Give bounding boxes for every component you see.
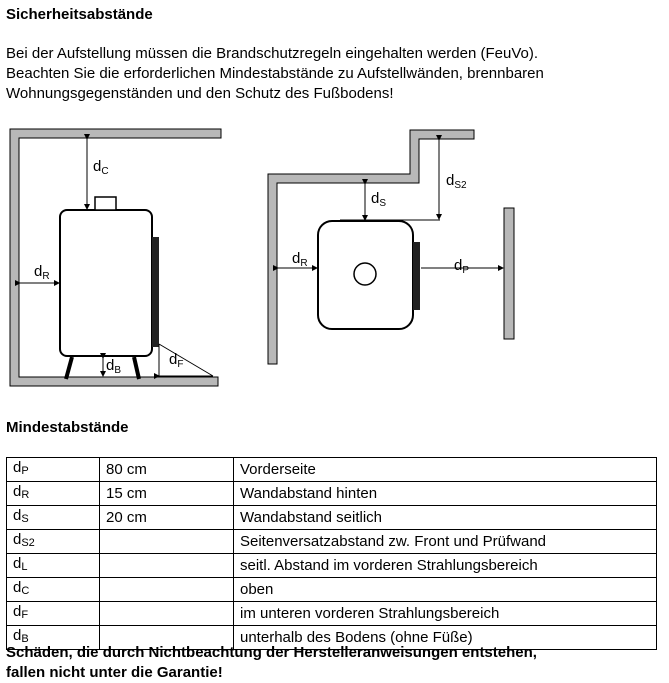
wall-top-view [267, 129, 475, 365]
symbol-cell: dS [6, 505, 100, 530]
symbol-main: d [13, 459, 22, 476]
label-db-left: dB [106, 357, 121, 376]
symbol-cell: dR [6, 481, 100, 506]
value-cell: 80 cm [99, 457, 234, 482]
label-ds-right: dS [371, 190, 386, 209]
label-dr-right: dR [292, 250, 308, 269]
stove-body [59, 209, 153, 357]
page-title: Sicherheitsabstände [6, 6, 153, 23]
value-cell [99, 625, 234, 650]
flue-pipe [94, 196, 117, 211]
section-title-mindestabstaende: Mindestabstände [6, 419, 129, 436]
value-cell [99, 529, 234, 554]
value-cell [99, 601, 234, 626]
clearance-diagram: dC dR dB dF dS dS2 dR dP [9, 128, 515, 387]
symbol-subscript: S [21, 513, 29, 525]
symbol-main: d [13, 483, 22, 500]
table-row: dS2 Seitenversatzabstand zw. Front und Pr… [6, 529, 657, 554]
description-cell: oben [233, 577, 657, 602]
stove-leg-left [64, 356, 74, 380]
intro-line-2: Beachten Sie die erforderlichen Mindesta… [6, 65, 544, 82]
symbol-cell: dL [6, 553, 100, 578]
value-cell: 15 cm [99, 481, 234, 506]
symbol-main: d [13, 507, 22, 524]
label-dc-left: dC [93, 158, 109, 177]
description-cell: Vorderseite [233, 457, 657, 482]
symbol-subscript: B [21, 633, 29, 645]
symbol-subscript: F [21, 609, 29, 621]
top-view-diagram: dS dS2 dR dP [267, 129, 515, 365]
intro-text: Bei der Aufstellung müssen die Brandschu… [6, 44, 656, 104]
description-cell: Wandabstand hinten [233, 481, 657, 506]
warning-line-2: fallen nicht unter die Garantie! [6, 664, 223, 681]
symbol-cell: dP [6, 457, 100, 482]
description-cell: Wandabstand seitlich [233, 505, 657, 530]
stove-leg-right [132, 356, 141, 380]
warning-line-1: Schäden, die durch Nichtbeachtung der He… [6, 644, 537, 661]
label-ds2-right: dS2 [446, 172, 467, 191]
intro-line-3: Wohnungsgegenständen und den Schutz des … [6, 85, 394, 102]
description-cell: seitl. Abstand im vorderen Strahlungsber… [233, 553, 657, 578]
description-cell: unterhalb des Bodens (ohne Füße) [233, 625, 657, 650]
warranty-warning: Schäden, die durch Nichtbeachtung der He… [6, 643, 537, 683]
symbol-subscript: L [21, 561, 28, 573]
label-dp-right: dP [454, 257, 469, 276]
description-cell: Seitenversatzabstand zw. Front und Prüfw… [233, 529, 657, 554]
label-df-left: dF [169, 351, 183, 370]
symbol-cell: dC [6, 577, 100, 602]
symbol-main: d [13, 531, 22, 548]
flue-outlet [353, 262, 377, 286]
symbol-subscript: P [21, 465, 29, 477]
symbol-cell: dF [6, 601, 100, 626]
intro-line-1: Bei der Aufstellung müssen die Brandschu… [6, 45, 538, 62]
symbol-cell: dS2 [6, 529, 100, 554]
label-dr-left: dR [34, 263, 50, 282]
value-cell [99, 577, 234, 602]
test-wall [503, 207, 515, 340]
symbol-main: d [13, 579, 22, 596]
symbol-subscript: R [21, 489, 30, 501]
stove-door [152, 237, 159, 347]
description-cell: im unteren vorderen Strahlungsbereich [233, 601, 657, 626]
value-cell [99, 553, 234, 578]
symbol-main: d [13, 603, 22, 620]
symbol-subscript: C [21, 585, 30, 597]
symbol-subscript: S2 [21, 537, 35, 549]
symbol-main: d [13, 627, 22, 644]
symbol-main: d [13, 555, 22, 572]
wall-side-view [9, 128, 222, 387]
stove-door-top [413, 242, 420, 310]
side-view-diagram: dC dR dB dF [9, 128, 222, 387]
value-cell: 20 cm [99, 505, 234, 530]
